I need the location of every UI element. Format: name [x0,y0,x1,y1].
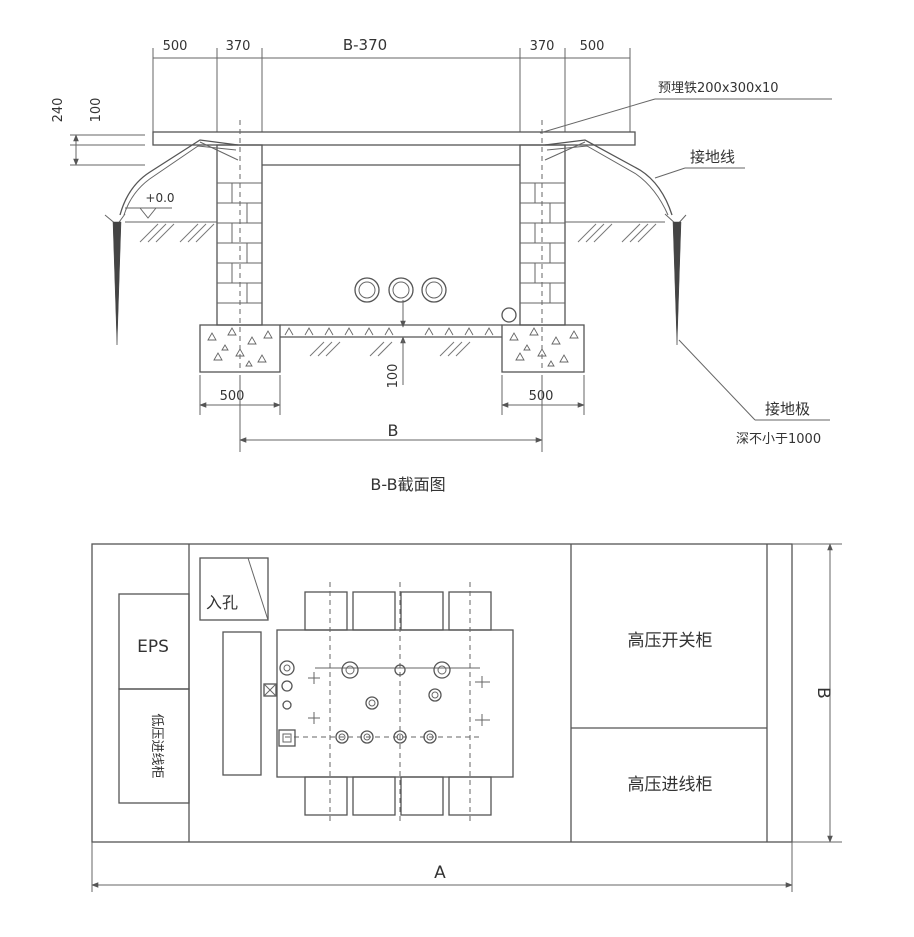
ground-rod-callout: 接地极 深不小于1000 [678,339,830,447]
lv-cabinet-label: 低压进线柜 [149,713,164,778]
lv-cabinet-box [118,688,190,804]
dim-b-width: B [388,421,399,440]
dim-500-left: 500 [163,39,188,54]
ground-rod-note: 深不小于1000 [736,432,821,447]
hv-switch-cabinet-label: 高压开关柜 [628,631,713,651]
section-view: 500 370 B-370 370 500 240 100 [51,36,832,494]
dim-370-left: 370 [226,39,251,54]
dim-base-left: 500 [220,389,245,404]
hv-incoming-cabinet-label: 高压进线柜 [628,775,713,795]
manhole: 入孔 [199,557,269,621]
ground-wire-left [119,139,239,216]
hv-bushings [341,661,451,710]
transformer [263,582,514,822]
dim-500-right: 500 [580,39,605,54]
ground-wire-label: 接地线 [690,148,735,166]
lv-bushings [335,730,437,744]
dim-240: 240 [51,98,66,123]
left-dimension: 240 100 [51,98,145,166]
left-foundation [199,324,281,373]
dim-a-label: A [434,863,446,883]
cable-trench [222,631,262,776]
plan-view: EPS 低压进线柜 入孔 [91,543,842,892]
floor-dimension: 100 [386,300,406,389]
top-dimension: 500 370 B-370 370 500 [152,36,631,132]
ground-right [565,221,665,243]
embedded-iron-callout: 预埋铁200x300x10 [539,81,832,134]
cover-slab [152,131,636,146]
embedded-iron-label: 预埋铁200x300x10 [658,81,779,96]
base-dimensions: 500 500 B [199,375,585,452]
cable-pipes [354,277,517,323]
manhole-label: 入孔 [206,593,238,612]
plan-dimension-a: A [91,842,793,892]
ground-left: +0.0 [125,191,217,243]
dim-b-370: B-370 [343,36,387,54]
ground-rod-label: 接地极 [765,400,810,418]
dim-b-label: B [813,687,833,699]
right-brick-wall [519,120,566,372]
right-foundation [501,324,585,373]
ground-wire-right [544,139,673,216]
section-title: B-B截面图 [370,475,445,494]
level-mark: +0.0 [145,191,174,205]
left-brick-wall [216,120,263,372]
dim-370-right: 370 [530,39,555,54]
ground-rod-right [664,213,687,346]
ground-rod-left [104,213,126,346]
floor-slab [280,324,502,357]
ground-wire-callout: 接地线 [654,148,745,179]
dim-base-right: 500 [529,389,554,404]
dim-100-floor: 100 [386,364,401,389]
plan-dimension-b: B [792,543,842,843]
eps-label: EPS [137,637,169,657]
dim-100-top: 100 [89,98,104,123]
side-fittings [263,660,490,747]
plan-outline [91,543,793,843]
